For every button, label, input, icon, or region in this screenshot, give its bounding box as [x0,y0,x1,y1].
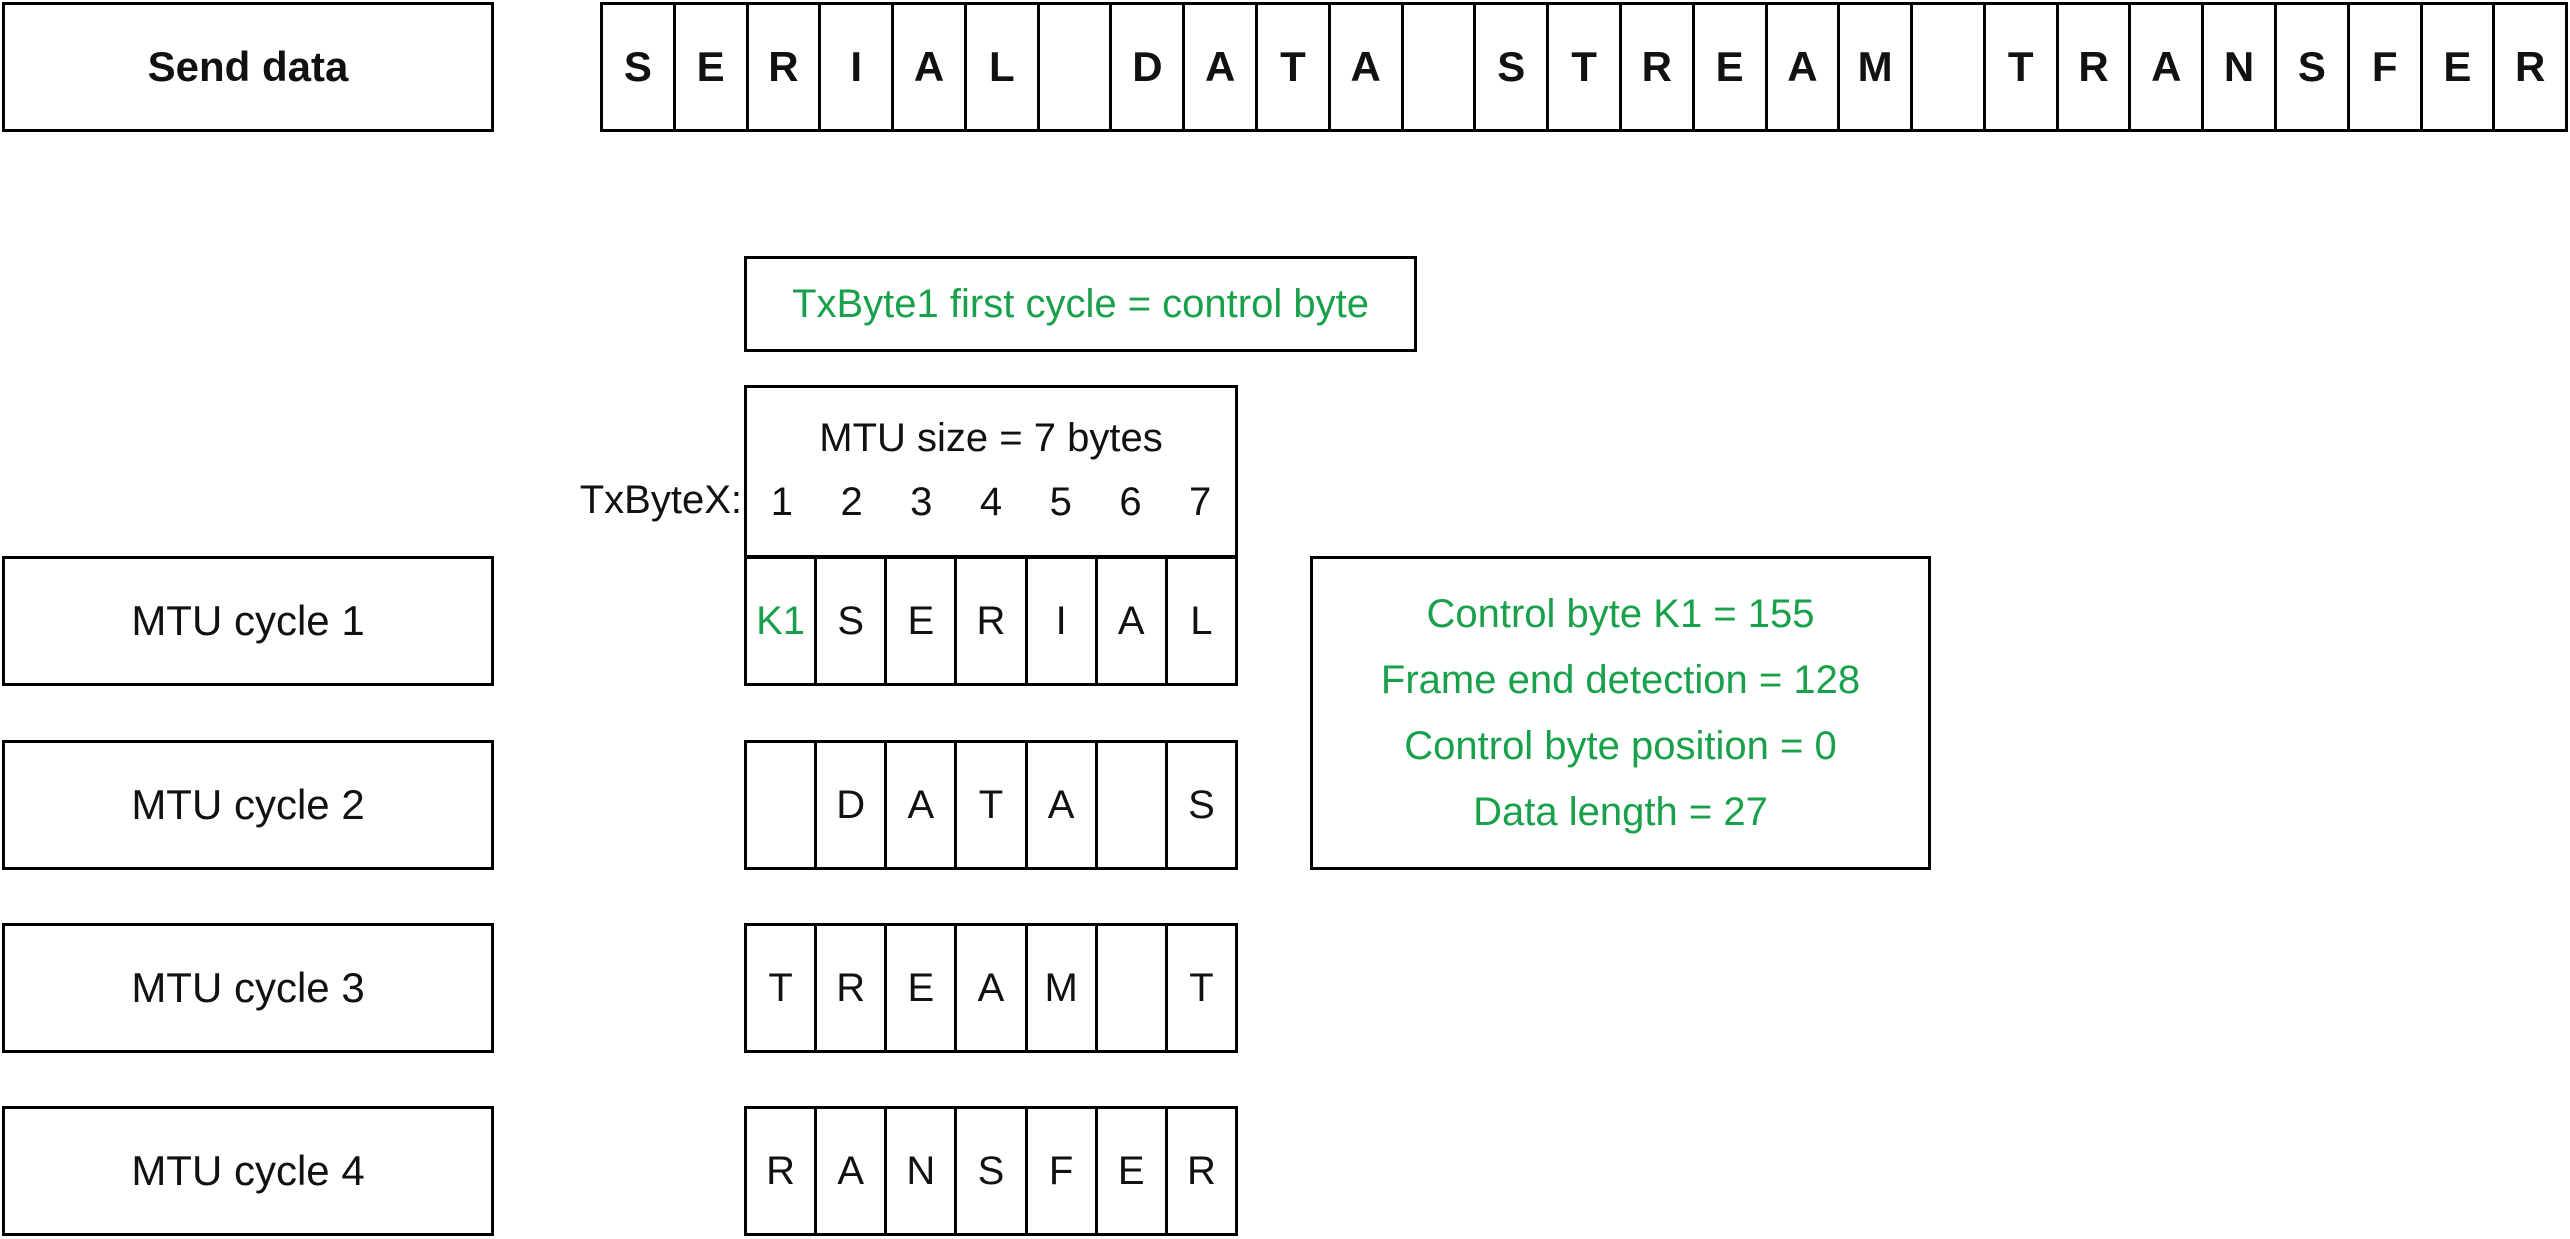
control-byte-cell: K1 [747,559,818,683]
stream-byte [1040,5,1113,129]
mtu-cycle-3-bytes: T R E A M T [744,923,1238,1053]
stream-byte: I [821,5,895,129]
mtu-cycle-label: MTU cycle 1 [131,597,365,644]
byte-cell: E [1098,1109,1168,1233]
mtu-cycle-4-label-box: MTU cycle 4 [2,1106,494,1236]
stream-byte [1913,5,1986,129]
stream-byte: M [1840,5,1914,129]
byte-cell: T [747,926,818,1050]
byte-cell: M [1028,926,1098,1050]
mtu-cycle-2-label-box: MTU cycle 2 [2,740,494,870]
byte-cell: S [817,559,888,683]
stream-byte: R [1622,5,1695,129]
byte-cell: T [1189,965,1214,1010]
stream-byte: D [1112,5,1186,129]
mtu-cycle-label: MTU cycle 3 [131,964,365,1011]
stream-byte [1404,5,1477,129]
control-byte-value: Control byte K1 = 155 [1426,592,1815,636]
byte-cell: S [957,1109,1028,1233]
stream-byte: A [2131,5,2205,129]
mtu-size-title: MTU size = 7 bytes [819,416,1163,460]
byte-cell: I [1028,559,1098,683]
stream-byte: E [676,5,749,129]
stream-byte: A [1331,5,1404,129]
byte-cell [1098,926,1168,1050]
byte-cell: R [957,559,1028,683]
mtu-cycle-1-label-box: MTU cycle 1 [2,556,494,686]
mtu-cycle-2-bytes: D A T A S [744,740,1238,870]
byte-cell [1098,743,1168,867]
byte-cell [747,743,818,867]
stream-byte: L [967,5,1040,129]
mtu-cycle-4-bytes: R A N S F E R [744,1106,1238,1236]
txbyte-indices: 1 2 3 4 5 6 7 [747,480,1235,525]
stream-byte: F [2350,5,2423,129]
txbyte-index: 3 [910,480,933,524]
stream-byte: S [2277,5,2350,129]
stream-byte: E [1695,5,1768,129]
mtu-cycle-1-bytes: K1 S E R I A L [744,556,1238,686]
byte-cell: A [1098,559,1168,683]
byte-cell: R [817,926,888,1050]
stream-byte: A [894,5,967,129]
stream-byte: T [1986,5,2059,129]
txbyte-index: 1 [770,480,793,524]
mtu-cycle-3-label-box: MTU cycle 3 [2,923,494,1053]
byte-cell: R [1186,1148,1216,1193]
stream-byte: E [2423,5,2496,129]
send-data-label: Send data [147,43,349,90]
txbyte-index: 5 [1049,480,1072,524]
data-length-value: Data length = 27 [1473,790,1768,834]
byte-cell: T [957,743,1028,867]
byte-cell: E [887,926,958,1050]
frame-end-detection-value: Frame end detection = 128 [1380,658,1861,702]
byte-cell: S [1188,782,1215,827]
stream-byte: S [1476,5,1550,129]
serial-data-stream: S E R I A L D A T A S T R E A M T R A N … [600,2,2568,132]
control-parameters-box: Control byte K1 = 155 Frame end detectio… [1310,556,1931,870]
txbyte-index: 6 [1119,480,1142,524]
stream-byte: R [749,5,822,129]
txbyte-index: 4 [979,480,1003,524]
byte-cell: A [887,743,958,867]
byte-cell: N [887,1109,958,1233]
byte-cell: A [957,926,1028,1050]
control-byte-position-value: Control byte position = 0 [1404,724,1837,768]
byte-cell: D [817,743,888,867]
txbytex-label: TxByteX: [579,478,742,522]
stream-byte: A [1185,5,1259,129]
stream-byte: R [2515,43,2546,90]
control-byte-note: TxByte1 first cycle = control byte [744,256,1417,352]
byte-cell: F [1028,1109,1098,1233]
byte-cell: L [1190,598,1213,643]
txbyte-index: 2 [840,480,863,524]
stream-byte: T [1258,5,1331,129]
txbyte-index: 7 [1189,480,1212,524]
stream-byte: S [603,5,676,129]
send-data-label-box: Send data [2,2,494,132]
mtu-size-header: MTU size = 7 bytes 1 2 3 4 5 6 7 [744,385,1238,558]
mtu-cycle-label: MTU cycle 4 [131,1147,365,1194]
control-byte-note-text: TxByte1 first cycle = control byte [792,281,1369,326]
stream-byte: N [2204,5,2277,129]
byte-cell: R [747,1109,818,1233]
mtu-cycle-label: MTU cycle 2 [131,781,365,828]
byte-cell: A [817,1109,888,1233]
stream-byte: A [1768,5,1841,129]
byte-cell: A [1028,743,1098,867]
stream-byte: R [2059,5,2132,129]
byte-cell: E [887,559,958,683]
stream-byte: T [1549,5,1622,129]
